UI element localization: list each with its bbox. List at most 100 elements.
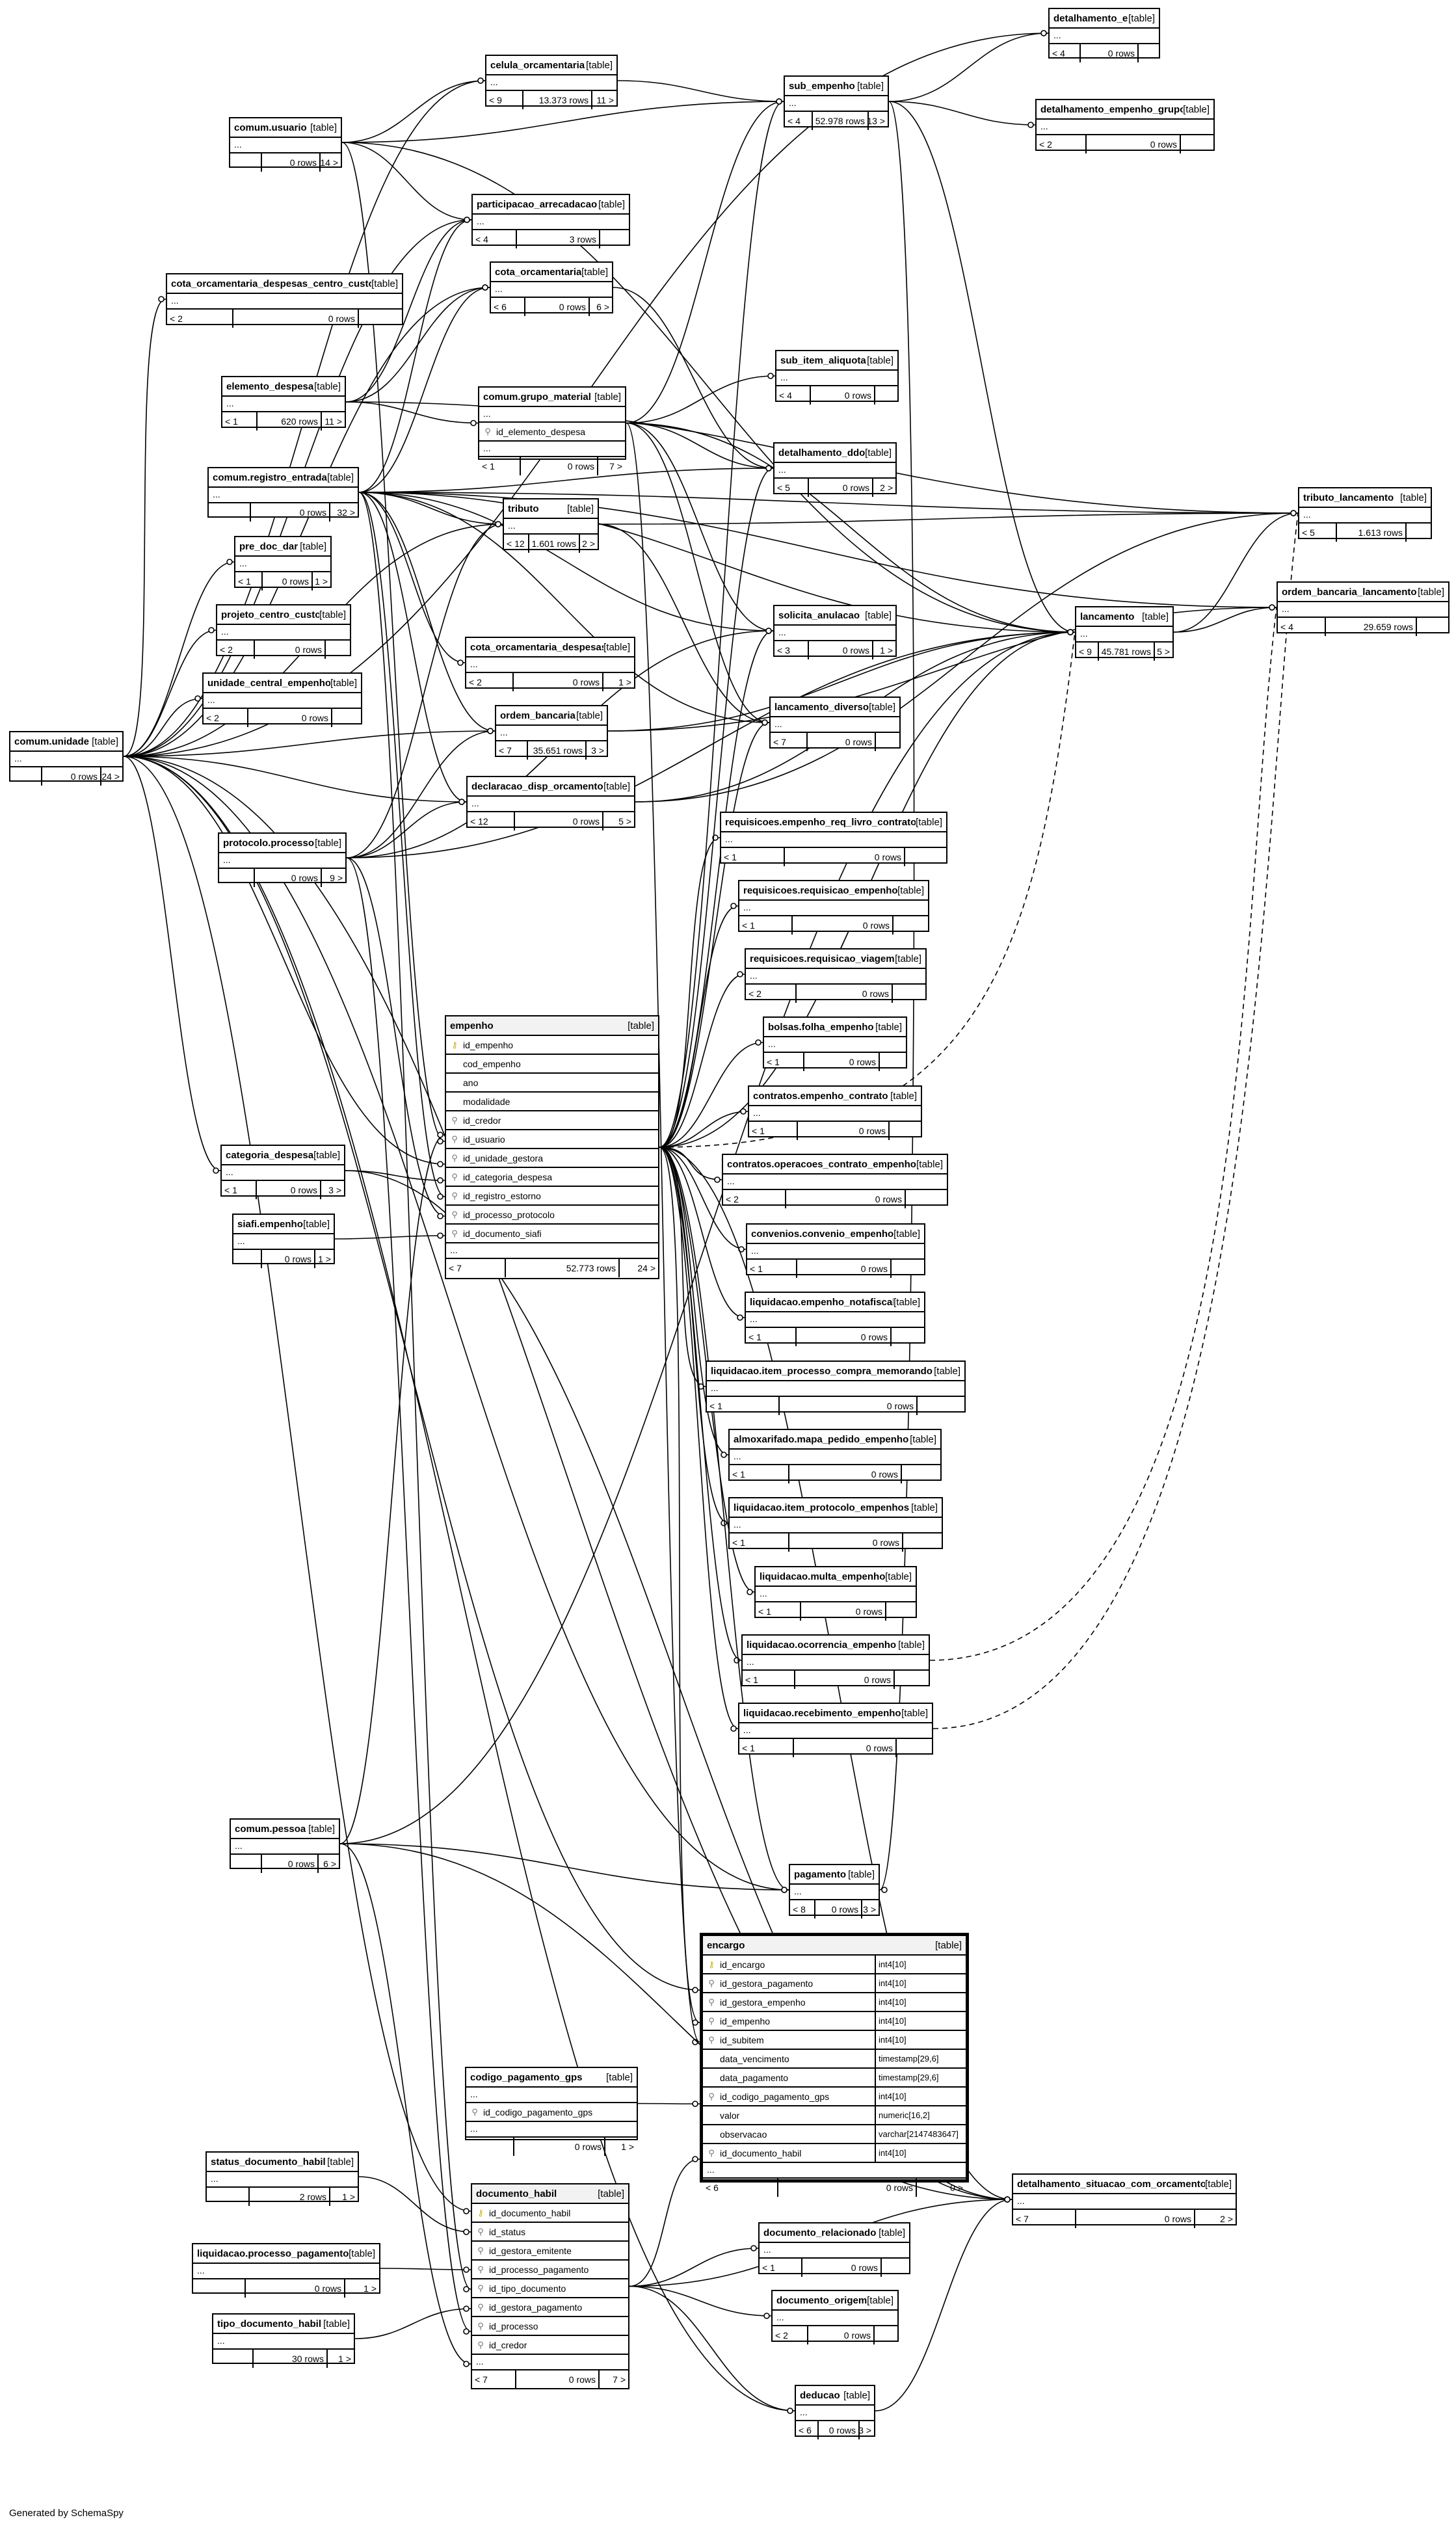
children-count[interactable]	[876, 733, 899, 751]
parents-count[interactable]: < 2	[1037, 135, 1087, 153]
children-count[interactable]	[875, 386, 897, 405]
parents-count[interactable]: < 7	[771, 733, 808, 751]
children-count[interactable]: 9 >	[330, 873, 343, 883]
children-count[interactable]: 3 >	[591, 745, 604, 756]
children-count[interactable]: 6 >	[596, 302, 609, 312]
children-count[interactable]	[886, 1602, 916, 1621]
children-count[interactable]: 1 >	[342, 2192, 355, 2202]
parents-count[interactable]: < 2	[723, 1190, 786, 1208]
parents-count[interactable]	[466, 2138, 514, 2156]
parents-count[interactable]: < 1	[739, 916, 793, 935]
parents-count[interactable]	[213, 2350, 254, 2368]
table-requisicoes-empenho-req-livro-contrato[interactable]: requisicoes.empenho_req_livro_contrato[t…	[720, 812, 947, 866]
parents-count[interactable]: < 6	[491, 298, 525, 316]
parents-count[interactable]: < 1	[222, 1181, 257, 1199]
table-detalhamento-empenho[interactable]: detalhamento_empenho[table]...< 40 rows	[1048, 8, 1160, 62]
parents-count[interactable]: < 1	[749, 1122, 798, 1140]
children-count[interactable]: 1 >	[318, 1254, 331, 1264]
parents-count[interactable]: < 1	[730, 1533, 789, 1552]
children-count[interactable]: 24 >	[637, 1263, 655, 1273]
parents-count[interactable]: < 1	[721, 848, 785, 866]
parents-count[interactable]	[10, 767, 42, 786]
table-liquidacao-empenho-notafiscal[interactable]: liquidacao.empenho_notafiscal[table]...<…	[745, 1292, 925, 1346]
children-count[interactable]: 3 >	[863, 1904, 876, 1915]
parents-count[interactable]: < 7	[472, 2370, 516, 2389]
column-row[interactable]: modalidade	[446, 1093, 658, 1111]
children-count[interactable]: 1 >	[315, 576, 328, 587]
column-row[interactable]: ⚲id_processo_protocolo	[446, 1206, 658, 1225]
parents-count[interactable]: < 1	[479, 457, 521, 475]
parents-count[interactable]: < 2	[167, 310, 233, 328]
parents-count[interactable]: < 3	[774, 641, 809, 659]
parents-count[interactable]: < 7	[496, 741, 528, 760]
column-row[interactable]: ⚲id_codigo_pagamento_gps	[466, 2103, 637, 2122]
parents-count[interactable]: < 2	[773, 2326, 808, 2344]
parents-count[interactable]	[219, 869, 255, 887]
parents-count[interactable]: < 5	[774, 479, 809, 497]
parents-count[interactable]: < 1	[707, 1397, 780, 1415]
children-count[interactable]: 11 >	[596, 95, 614, 105]
parents-count[interactable]: < 1	[743, 1671, 795, 1689]
column-row[interactable]: ⚲id_usuario	[446, 1130, 658, 1149]
parents-count[interactable]: < 12	[504, 535, 529, 553]
parents-count[interactable]	[193, 2279, 246, 2298]
table-liquidacao-recebimento-empenho[interactable]: liquidacao.recebimento_empenho[table]...…	[738, 1703, 933, 1757]
table-liquidacao-item-protocolo-empenhos[interactable]: liquidacao.item_protocolo_empenhos[table…	[728, 1497, 943, 1552]
parents-count[interactable]	[207, 2188, 250, 2206]
parents-count[interactable]	[209, 503, 251, 522]
children-count[interactable]: 2 >	[582, 538, 595, 549]
children-count[interactable]	[892, 1328, 924, 1346]
children-count[interactable]: 0 >	[950, 2183, 963, 2193]
children-count[interactable]	[326, 641, 350, 659]
column-row[interactable]: ano	[446, 1074, 658, 1093]
children-count[interactable]: 24 >	[101, 771, 120, 782]
column-row[interactable]: cod_empenho	[446, 1055, 658, 1074]
column-row[interactable]: ⚲id_documento_siafi	[446, 1225, 658, 1243]
parents-count[interactable]: < 4	[1050, 44, 1081, 62]
children-count[interactable]	[906, 1190, 947, 1208]
children-count[interactable]	[895, 1671, 929, 1689]
table-documento-habil[interactable]: documento_habil[table]⚷id_documento_habi…	[471, 2183, 629, 2389]
children-count[interactable]	[1139, 44, 1159, 62]
children-count[interactable]	[1407, 524, 1431, 542]
children-count[interactable]: 7 >	[609, 461, 622, 471]
table-detalhamento-situacao-com-orcamento[interactable]: detalhamento_situacao_com_orcamento[tabl…	[1012, 2173, 1237, 2228]
table-codigo-pagamento-gps[interactable]: codigo_pagamento_gps[table]...⚲id_codigo…	[465, 2067, 638, 2156]
parents-count[interactable]: < 1	[222, 412, 258, 431]
children-count[interactable]	[1181, 135, 1213, 153]
children-count[interactable]: 1 >	[364, 2283, 377, 2294]
children-count[interactable]: 6 >	[323, 1859, 336, 1869]
children-count[interactable]: 13 >	[867, 116, 885, 126]
children-count[interactable]	[359, 310, 402, 328]
children-count[interactable]: 1 >	[618, 677, 631, 687]
column-row[interactable]: ⚲id_categoria_despesa	[446, 1168, 658, 1187]
parents-count[interactable]	[233, 1250, 262, 1268]
table-liquidacao-ocorrencia-empenho[interactable]: liquidacao.ocorrencia_empenho[table]...<…	[741, 1634, 930, 1689]
column-row[interactable]: ⚲id_elemento_despesa	[479, 423, 625, 442]
parents-count[interactable]: < 4	[1278, 618, 1326, 636]
